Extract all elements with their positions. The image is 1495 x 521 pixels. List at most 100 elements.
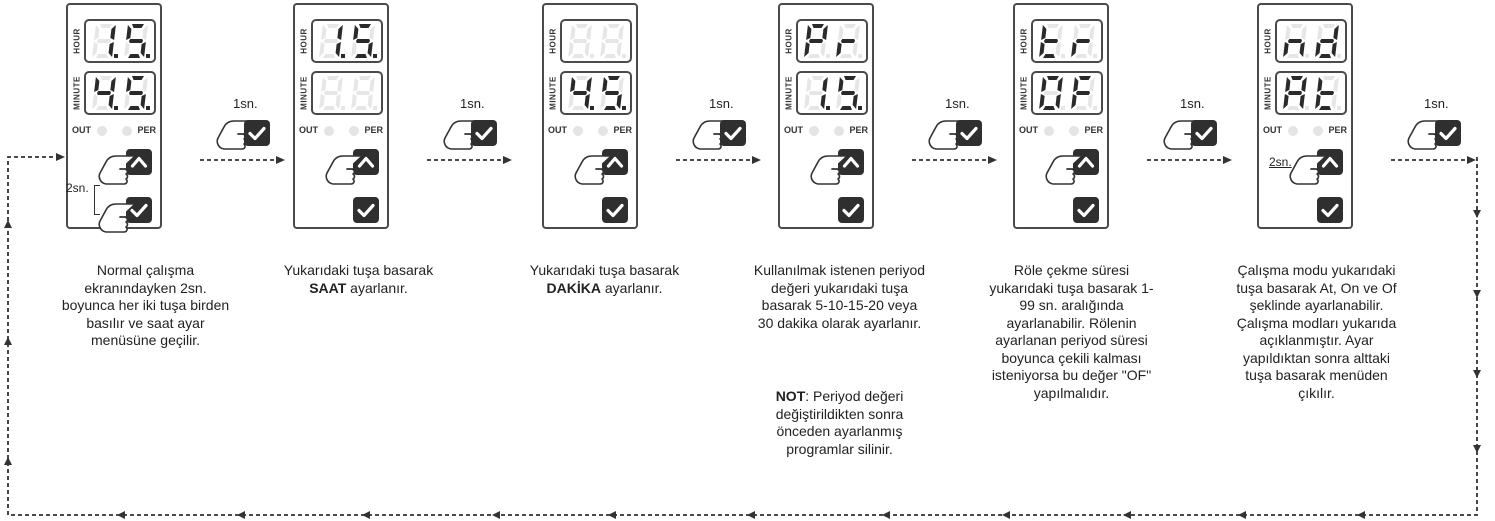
segment-b xyxy=(1333,77,1339,92)
minute-display xyxy=(796,71,868,115)
minute-display xyxy=(1275,71,1347,115)
pointing-hand-icon xyxy=(96,201,136,240)
step-duration-label: 1sn. xyxy=(945,96,970,111)
segment-a xyxy=(132,76,144,80)
check-button-icon xyxy=(720,120,746,146)
decimal-point xyxy=(826,54,830,58)
segment-a xyxy=(608,76,620,80)
segment-d xyxy=(572,106,584,110)
segment-e xyxy=(124,94,130,109)
out-led xyxy=(1044,126,1054,136)
segment-b xyxy=(854,25,860,40)
segment-g xyxy=(356,39,370,43)
segment-e xyxy=(351,94,357,109)
per-indicator-label: PER xyxy=(1084,125,1103,135)
check-button-icon[interactable] xyxy=(1317,197,1343,223)
check-button-icon[interactable] xyxy=(838,197,864,223)
up-arrow-button-icon[interactable] xyxy=(838,149,864,175)
segment-g xyxy=(605,39,619,43)
decimal-point xyxy=(341,54,345,58)
segment-a xyxy=(1291,24,1303,28)
segment-d xyxy=(604,54,616,58)
arrowhead-down xyxy=(1473,290,1481,298)
minute-row: MINUTE xyxy=(299,71,383,115)
step-arrow xyxy=(676,152,762,164)
arrowhead-up xyxy=(4,220,12,228)
segment-d xyxy=(1075,106,1087,110)
segment-e xyxy=(568,94,574,109)
segment-c xyxy=(108,42,114,57)
step-arrow xyxy=(427,152,513,164)
segment-e xyxy=(319,94,325,109)
segment-g xyxy=(1320,39,1334,43)
out-led xyxy=(324,126,334,136)
check-button-icon[interactable] xyxy=(126,197,152,223)
check-button-icon[interactable] xyxy=(602,197,628,223)
segment-d xyxy=(323,54,335,58)
segment-a xyxy=(812,76,824,80)
arrowhead-left xyxy=(608,511,616,519)
decimal-point xyxy=(114,54,118,58)
arrowhead-left xyxy=(882,511,890,519)
segment-a xyxy=(359,76,371,80)
hour-display xyxy=(1031,19,1103,63)
description-5: Röle çekme süresi yukarıdaki tuşa basara… xyxy=(989,262,1154,401)
segment-b xyxy=(822,25,828,40)
hour-display xyxy=(84,19,156,63)
minute-digits xyxy=(92,76,150,110)
segment-d xyxy=(808,106,820,110)
check-button-icon xyxy=(471,120,497,146)
segment-a xyxy=(132,24,144,28)
hour-digits xyxy=(1039,24,1097,58)
segment-b xyxy=(1301,77,1307,92)
pointing-hand-icon xyxy=(1287,153,1327,192)
out-indicator-label: OUT xyxy=(1263,125,1282,135)
description-4: Kullanılmak istenen periyod değeri yukar… xyxy=(753,262,926,331)
step-duration-label: 1sn. xyxy=(1180,96,1205,111)
up-arrow-button-icon[interactable] xyxy=(1073,149,1099,175)
segment-a xyxy=(812,24,824,28)
out-indicator-label: OUT xyxy=(299,125,318,135)
tap-check-gesture xyxy=(1161,116,1221,154)
up-arrow-button-icon[interactable] xyxy=(1317,149,1343,175)
check-button-icon[interactable] xyxy=(353,197,379,223)
decimal-point xyxy=(1061,54,1065,58)
segment-d xyxy=(1319,54,1331,58)
out-indicator-label: OUT xyxy=(784,125,803,135)
up-arrow-button-icon[interactable] xyxy=(353,149,379,175)
segment-d xyxy=(840,54,852,58)
segment-g xyxy=(809,39,823,43)
per-indicator-label: PER xyxy=(613,125,632,135)
check-button-icon xyxy=(1435,120,1461,146)
arrowhead-up xyxy=(4,337,12,345)
segment-a xyxy=(608,24,620,28)
note-4: NOT: Periyod değeri değiştirildikten son… xyxy=(775,388,904,457)
segment-e xyxy=(319,42,325,57)
up-arrow-button-icon[interactable] xyxy=(602,149,628,175)
segment-b xyxy=(110,25,116,40)
minute-display xyxy=(560,71,632,115)
description-6: Çalışma modu yukarıdaki tuşa basarak At,… xyxy=(1236,262,1397,401)
up-arrow-button-icon[interactable] xyxy=(126,149,152,175)
segment-e xyxy=(1283,94,1289,109)
segment-b xyxy=(1089,25,1095,40)
check-button-icon xyxy=(1191,120,1217,146)
segment-b xyxy=(337,77,343,92)
segment-b xyxy=(369,77,375,92)
segment-e xyxy=(1315,94,1321,109)
segment-b xyxy=(337,25,343,40)
segment-a xyxy=(576,76,588,80)
segment-a xyxy=(1323,24,1335,28)
segment-d xyxy=(572,54,584,58)
description-3: Yukarıdaki tuşa basarak DAKİKA ayarlanır… xyxy=(529,262,680,296)
segment-g xyxy=(1044,91,1058,95)
segment-g xyxy=(841,39,855,43)
hour-row: HOUR xyxy=(299,19,383,63)
check-button-icon[interactable] xyxy=(1073,197,1099,223)
per-led xyxy=(349,126,359,136)
bold-saat: SAAT xyxy=(309,279,347,296)
segment-d xyxy=(128,106,140,110)
hold-duration-label: 2sn. xyxy=(1269,155,1292,169)
